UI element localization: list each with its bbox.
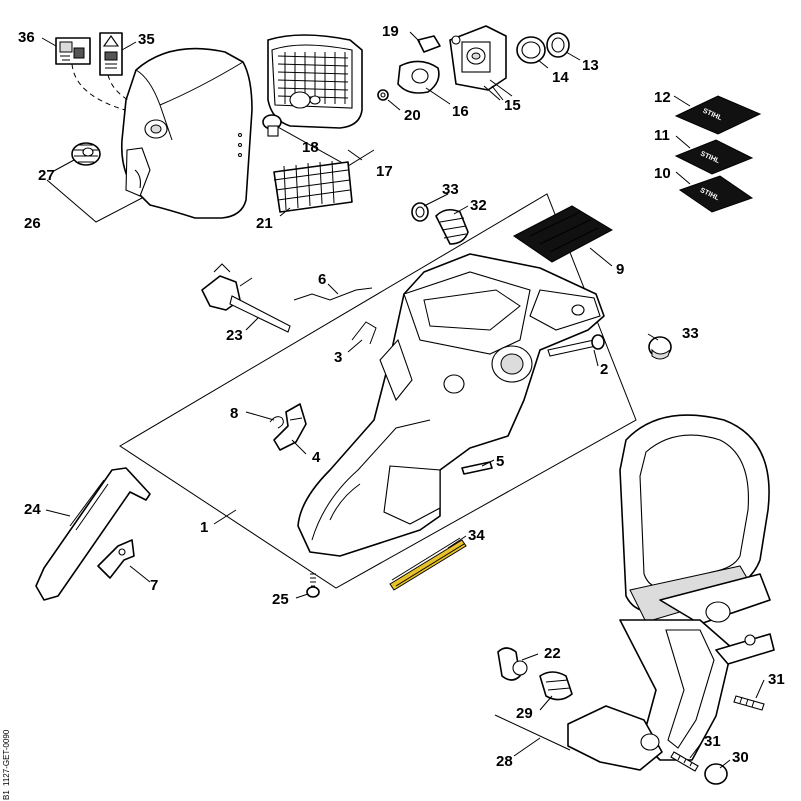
label-leader-35 <box>107 74 129 101</box>
callout-7: 7 <box>150 577 158 594</box>
callout-20: 20 <box>404 107 421 124</box>
sheet-mark: B1 <box>2 790 11 800</box>
callout-14: 14 <box>552 69 569 86</box>
throttle-rod-6[interactable] <box>293 287 373 301</box>
callout-19: 19 <box>382 23 399 40</box>
spring-3[interactable] <box>351 321 377 345</box>
decal-12: STIHL <box>674 95 762 135</box>
callout-15: 15 <box>504 97 521 114</box>
callout-6: 6 <box>318 271 326 288</box>
callout-17: 17 <box>376 163 393 180</box>
callout-24: 24 <box>24 501 41 518</box>
air-filter[interactable] <box>267 34 363 129</box>
bracket-17-18 <box>275 125 375 167</box>
callout-21: 21 <box>256 215 273 232</box>
bracket-28-29 <box>494 714 571 751</box>
sticker-strip-34 <box>389 537 467 591</box>
callout-31-right: 31 <box>768 671 785 688</box>
decal-10: STIHL <box>678 175 754 213</box>
callout-9: 9 <box>616 261 624 278</box>
shroud-knob[interactable] <box>71 142 101 166</box>
callout-32: 32 <box>470 197 487 214</box>
callout-4: 4 <box>312 449 321 466</box>
carburetor[interactable] <box>449 25 513 101</box>
callout-1: 1 <box>200 519 208 536</box>
decal-9 <box>513 205 614 263</box>
reference-code: 1127-GET-0090 <box>2 729 11 786</box>
main-housing[interactable] <box>297 253 605 557</box>
callout-26: 26 <box>24 215 41 232</box>
housing-group-outline <box>119 193 637 589</box>
callout-25: 25 <box>272 591 289 608</box>
plug-33-top[interactable] <box>411 202 429 222</box>
screw-31-right[interactable] <box>733 695 765 711</box>
callout-36: 36 <box>18 29 35 46</box>
callout-12: 12 <box>654 89 671 106</box>
callout-31-bottom: 31 <box>704 733 721 750</box>
cap-30[interactable] <box>704 763 728 785</box>
callout-29: 29 <box>516 705 533 722</box>
flange-16[interactable] <box>397 60 440 94</box>
warning-label-35 <box>99 32 123 76</box>
callout-8: 8 <box>230 405 238 422</box>
callout-27: 27 <box>38 167 55 184</box>
callout-labels: 36 35 27 26 19 13 14 16 15 20 18 17 21 1… <box>18 23 785 770</box>
callout-16: 16 <box>452 103 469 120</box>
leader-lines <box>41 31 765 769</box>
callout-23: 23 <box>226 327 243 344</box>
front-handlebar[interactable] <box>567 414 775 771</box>
buffer-22[interactable] <box>497 647 528 681</box>
screw-31-bottom[interactable] <box>670 751 699 772</box>
callout-5: 5 <box>496 453 504 470</box>
plug-33-right[interactable] <box>648 336 672 360</box>
throttle-trigger-4[interactable] <box>273 403 307 451</box>
callout-3: 3 <box>334 349 342 366</box>
grommet-19[interactable] <box>417 35 441 53</box>
bolt-2[interactable] <box>547 334 605 357</box>
carb-ring-13[interactable] <box>546 32 570 58</box>
callout-28: 28 <box>496 753 513 770</box>
filter-base[interactable] <box>273 160 353 213</box>
callout-13: 13 <box>582 57 599 74</box>
buffer-29[interactable] <box>539 671 573 701</box>
warning-label-36 <box>55 37 91 65</box>
callout-35: 35 <box>138 31 155 48</box>
throttle-assembly-23[interactable] <box>201 263 291 333</box>
spring-8[interactable] <box>269 416 284 429</box>
callout-30: 30 <box>732 749 749 766</box>
nut-20[interactable] <box>377 89 389 101</box>
screw-25[interactable] <box>306 573 320 598</box>
callout-18: 18 <box>302 139 319 156</box>
callout-11: 11 <box>654 127 670 144</box>
anti-vibration-spring-32[interactable] <box>435 208 469 245</box>
lever-7[interactable] <box>97 539 135 579</box>
callout-2: 2 <box>600 361 608 378</box>
callout-22: 22 <box>544 645 561 662</box>
bracket-26-27 <box>46 179 143 223</box>
callout-34: 34 <box>468 527 485 544</box>
carb-gasket-14[interactable] <box>516 36 546 64</box>
filter-knob[interactable] <box>262 114 282 137</box>
callout-33-right: 33 <box>682 325 699 342</box>
label-leader-36 <box>71 63 126 111</box>
shroud-cover[interactable] <box>120 47 253 219</box>
handle-cover-24[interactable] <box>35 467 151 601</box>
callout-10: 10 <box>654 165 671 182</box>
decal-11: STIHL <box>674 139 754 175</box>
callout-33-top: 33 <box>442 181 459 198</box>
